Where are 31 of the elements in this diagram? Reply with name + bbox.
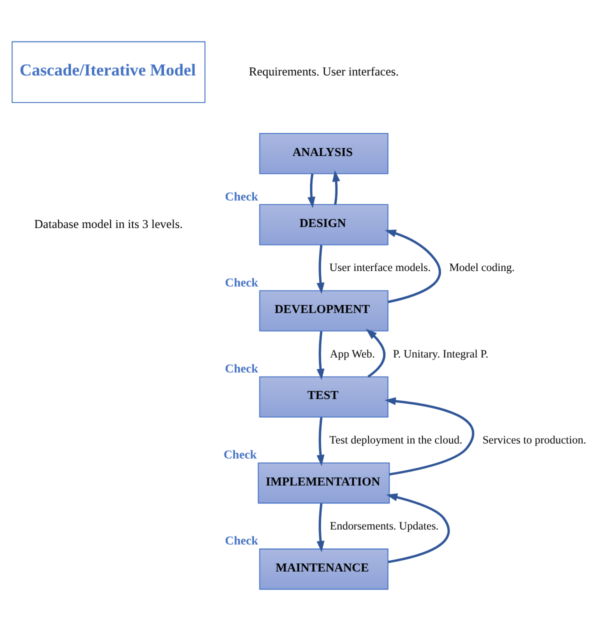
node-box: Cascade/Iterative Model: [12, 40, 206, 103]
node-box: DESIGN: [259, 204, 388, 245]
node-label: Check: [225, 533, 258, 548]
edge-label: Model coding.: [449, 262, 515, 274]
arrow: [384, 229, 441, 303]
edge-label: Services to production.: [482, 434, 586, 446]
edge-label: P. Unitary. Integral P.: [393, 348, 488, 360]
node-label: Check: [224, 447, 257, 462]
node-label: Check: [225, 360, 258, 375]
arrow: [332, 170, 340, 204]
node-box: IMPLEMENTATION: [258, 462, 390, 504]
edge-label: Endorsements. Updates.: [330, 520, 439, 532]
node-box: TEST: [259, 376, 388, 418]
node-label: Check: [225, 274, 258, 289]
arrow: [308, 173, 316, 208]
node-label: Check: [225, 188, 258, 203]
node-box: DEVELOPMENT: [259, 290, 388, 331]
arrow: [384, 396, 474, 476]
node-box: ANALYSIS: [259, 132, 388, 174]
arrow: [316, 502, 324, 552]
arrow: [316, 416, 324, 466]
label: Database model in its 3 levels.: [34, 216, 183, 230]
edge-label: Test deployment in the cloud.: [329, 434, 462, 446]
arrow: [316, 330, 324, 380]
label: Requirements. User interfaces.: [248, 64, 399, 78]
node-box: MAINTENANCE: [259, 548, 388, 590]
edge-label: User interface models.: [329, 262, 431, 274]
edge-label: App Web.: [330, 348, 375, 360]
arrow: [366, 328, 386, 378]
arrow: [386, 492, 450, 563]
arrow: [316, 244, 324, 294]
